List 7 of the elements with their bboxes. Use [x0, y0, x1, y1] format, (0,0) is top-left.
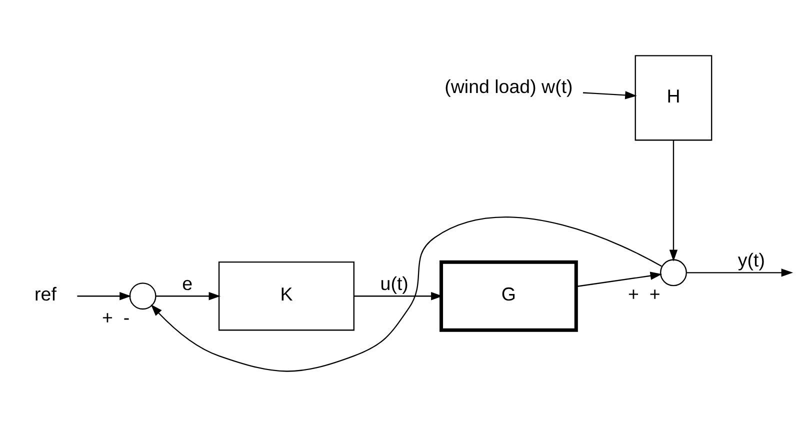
edge-label: y(t)	[738, 249, 766, 270]
edge-label: u(t)	[380, 272, 408, 294]
node-label: + +	[628, 283, 660, 304]
node-text: ref	[34, 283, 56, 304]
node-label: + -	[102, 306, 130, 328]
edge-label: e	[182, 272, 193, 294]
node-text: (wind load) w(t)	[444, 75, 573, 96]
